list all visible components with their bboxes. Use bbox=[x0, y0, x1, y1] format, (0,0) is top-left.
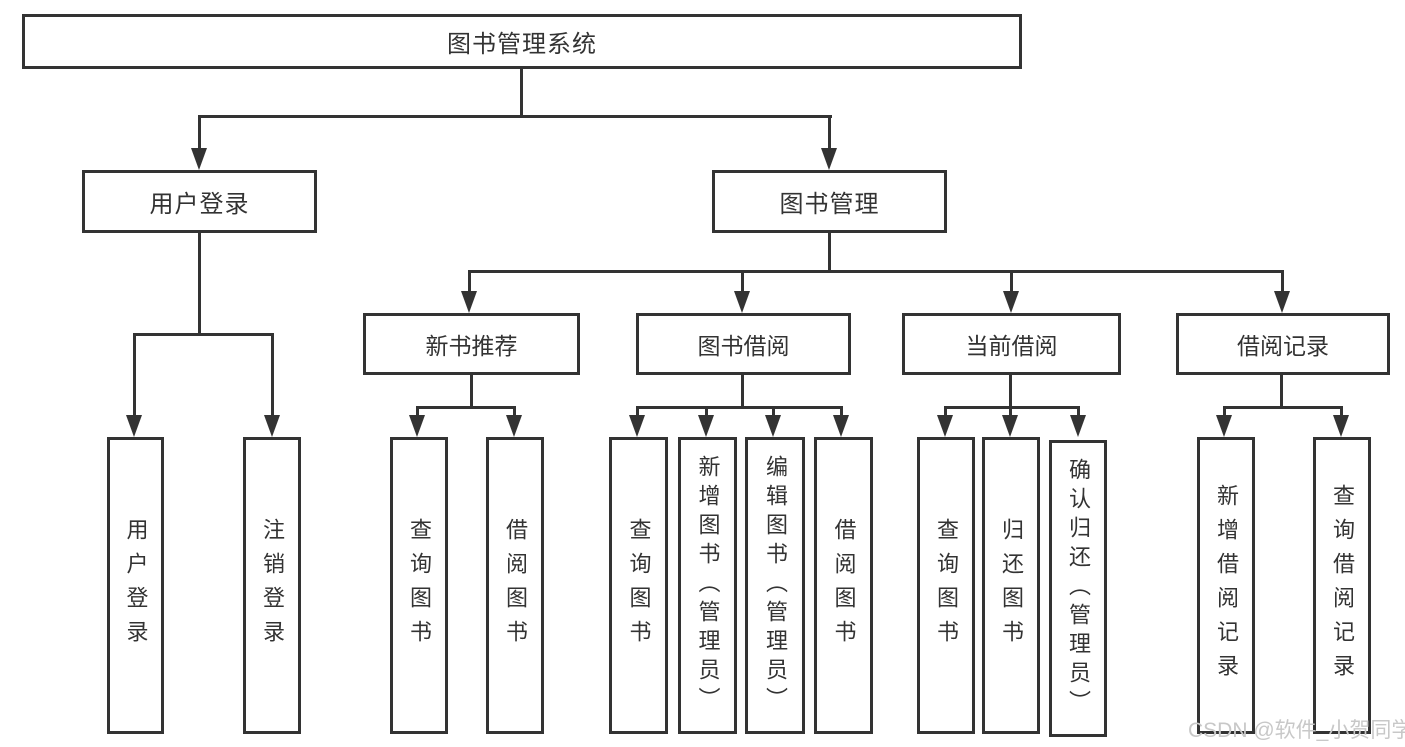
arrowhead-icon bbox=[629, 415, 645, 437]
node-leaf-query-books-3: 查询图书 bbox=[917, 437, 975, 734]
connector-drop bbox=[468, 270, 471, 293]
arrowhead-icon bbox=[1070, 415, 1086, 437]
node-label: 查询图书 bbox=[407, 517, 432, 654]
node-label: 查询借阅记录 bbox=[1330, 483, 1355, 688]
connector-stem bbox=[741, 375, 744, 408]
node-label: 当前借阅 bbox=[965, 333, 1058, 359]
connector-drop bbox=[1340, 406, 1343, 417]
node-leaf-borrow-books-2: 借阅图书 bbox=[814, 437, 873, 734]
connector-bus bbox=[416, 406, 516, 409]
connector-drop bbox=[1009, 406, 1012, 417]
connector-drop bbox=[741, 270, 744, 293]
node-label: 图书借阅 bbox=[697, 333, 790, 359]
node-current-borrowing: 当前借阅 bbox=[902, 313, 1121, 375]
node-root-library-system: 图书管理系统 bbox=[22, 14, 1022, 69]
arrowhead-icon bbox=[698, 415, 714, 437]
connector-stem bbox=[1009, 375, 1012, 408]
node-book-management: 图书管理 bbox=[712, 170, 947, 233]
connector-drop bbox=[636, 406, 639, 417]
node-leaf-borrow-books-1: 借阅图书 bbox=[486, 437, 544, 734]
arrowhead-icon bbox=[506, 415, 522, 437]
node-leaf-user-login: 用户登录 bbox=[107, 437, 164, 734]
connector-root-stem bbox=[520, 67, 523, 117]
node-label: 借阅记录 bbox=[1237, 333, 1329, 359]
node-new-book-recommend: 新书推荐 bbox=[363, 313, 580, 375]
connector-drop bbox=[705, 406, 708, 417]
node-leaf-query-books-1: 查询图书 bbox=[390, 437, 448, 734]
connector-drop bbox=[513, 406, 516, 417]
connector-drop bbox=[133, 333, 136, 417]
node-leaf-add-books-admin: 新增图书（管理员） bbox=[678, 437, 737, 734]
arrowhead-icon bbox=[833, 415, 849, 437]
node-label: 用户登录 bbox=[123, 517, 149, 654]
node-leaf-logout: 注销登录 bbox=[243, 437, 301, 734]
connector-stem bbox=[1280, 375, 1283, 408]
node-label: 借阅图书 bbox=[831, 517, 857, 654]
connector-stem bbox=[198, 233, 201, 336]
connector-stem bbox=[470, 375, 473, 408]
connector-bus bbox=[636, 406, 843, 409]
node-user-login: 用户登录 bbox=[82, 170, 317, 233]
arrowhead-icon bbox=[264, 415, 280, 437]
node-label: 编辑图书（管理员） bbox=[763, 455, 788, 716]
arrowhead-icon bbox=[191, 148, 207, 170]
connector-drop bbox=[944, 406, 947, 417]
connector-drop bbox=[416, 406, 419, 417]
arrowhead-icon bbox=[937, 415, 953, 437]
connector-drop bbox=[1010, 270, 1013, 293]
node-label: 确认归还（管理员） bbox=[1066, 458, 1091, 719]
connector-bus bbox=[133, 333, 274, 336]
node-label: 图书管理系统 bbox=[447, 31, 597, 58]
node-label: 借阅图书 bbox=[503, 517, 528, 654]
arrowhead-icon bbox=[1002, 415, 1018, 437]
arrowhead-icon bbox=[1333, 415, 1349, 437]
connector-bus bbox=[1223, 406, 1343, 409]
node-leaf-add-borrow-record: 新增借阅记录 bbox=[1197, 437, 1255, 734]
arrowhead-icon bbox=[765, 415, 781, 437]
connector-drop bbox=[1077, 406, 1080, 417]
node-label: 用户登录 bbox=[149, 191, 250, 218]
node-label: 查询图书 bbox=[626, 517, 652, 654]
arrowhead-icon bbox=[1003, 291, 1019, 313]
connector-bus bbox=[468, 270, 1284, 273]
node-leaf-confirm-return-admin: 确认归还（管理员） bbox=[1049, 440, 1107, 737]
connector-drop bbox=[828, 115, 831, 151]
node-label: 新增图书（管理员） bbox=[695, 455, 721, 716]
arrowhead-icon bbox=[821, 148, 837, 170]
node-label: 查询图书 bbox=[934, 517, 959, 654]
arrowhead-icon bbox=[461, 291, 477, 313]
arrowhead-icon bbox=[1274, 291, 1290, 313]
node-label: 新书推荐 bbox=[425, 333, 518, 359]
node-label: 归还图书 bbox=[999, 517, 1024, 654]
node-borrowing-records: 借阅记录 bbox=[1176, 313, 1390, 375]
node-label: 注销登录 bbox=[260, 517, 285, 654]
connector-drop bbox=[1223, 406, 1226, 417]
arrowhead-icon bbox=[409, 415, 425, 437]
node-label: 图书管理 bbox=[779, 191, 880, 218]
node-leaf-return-books: 归还图书 bbox=[982, 437, 1040, 734]
arrowhead-icon bbox=[126, 415, 142, 437]
arrowhead-icon bbox=[1216, 415, 1232, 437]
node-leaf-edit-books-admin: 编辑图书（管理员） bbox=[745, 437, 805, 734]
node-leaf-query-borrow-record: 查询借阅记录 bbox=[1313, 437, 1371, 734]
connector-root-bus bbox=[198, 115, 832, 118]
node-book-borrowing: 图书借阅 bbox=[636, 313, 851, 375]
connector-stem bbox=[828, 233, 831, 273]
connector-drop bbox=[840, 406, 843, 417]
csdn-watermark: CSDN @软件_小贺同学 bbox=[1188, 719, 1405, 742]
node-label: 新增借阅记录 bbox=[1214, 483, 1239, 688]
connector-drop bbox=[271, 333, 274, 417]
node-leaf-query-books-2: 查询图书 bbox=[609, 437, 668, 734]
connector-drop bbox=[198, 115, 201, 151]
arrowhead-icon bbox=[734, 291, 750, 313]
connector-bus bbox=[944, 406, 1080, 409]
connector-drop bbox=[772, 406, 775, 417]
connector-drop bbox=[1281, 270, 1284, 293]
